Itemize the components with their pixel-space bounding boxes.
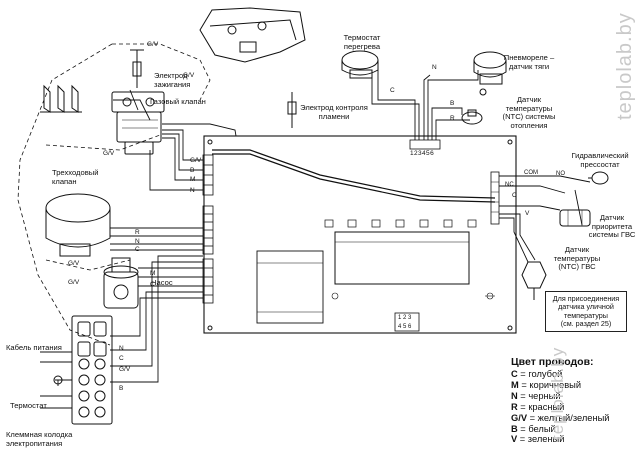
legend-item: G/V = желтый/зеленый bbox=[511, 412, 610, 423]
board-leds bbox=[324, 219, 477, 228]
legend-item: R = красный bbox=[511, 401, 565, 412]
wire-mark-c-4: C bbox=[390, 87, 395, 94]
wire-mark-c-3: C bbox=[119, 355, 124, 362]
wire-mark-no: NO bbox=[556, 171, 565, 177]
right-wires bbox=[499, 175, 591, 263]
three-way-valve-shape bbox=[45, 193, 111, 257]
small-connector-top: 1 2 3 bbox=[398, 315, 412, 321]
small-connector-shape bbox=[394, 312, 420, 332]
wire-mark-gv-1: G/V bbox=[147, 41, 159, 48]
heating-ntc-shape bbox=[461, 109, 483, 125]
legend-item: C = голубой bbox=[511, 369, 563, 379]
label-gas-valve: Газовый клапан bbox=[150, 97, 206, 106]
legend-item: B = белый bbox=[511, 423, 556, 434]
earth-symbol bbox=[53, 375, 63, 385]
power-terminal-block-shape bbox=[71, 315, 113, 425]
wire-mark-m-1: M bbox=[190, 176, 196, 183]
board-chip bbox=[334, 231, 470, 285]
wire-mark-n-2: N bbox=[135, 238, 140, 245]
label-pressure-switch: Пневмореле –датчик тяги bbox=[503, 53, 555, 71]
wire-mark-c-1: C bbox=[135, 246, 140, 253]
small-connector-bottom: 4 5 6 bbox=[398, 324, 412, 330]
connector-numbers: 123456 bbox=[410, 150, 435, 157]
wire-mark-v: V bbox=[525, 210, 530, 217]
wire-mark-n-1: N bbox=[190, 187, 195, 194]
wire-mark-c-5: C bbox=[512, 192, 517, 199]
board-transformer bbox=[256, 250, 324, 324]
harness-wires bbox=[110, 89, 237, 383]
label-pump: Насос bbox=[151, 278, 173, 287]
legend-title: Цвет проводов: bbox=[511, 356, 594, 368]
wire-mark-nc: NC bbox=[505, 182, 514, 188]
wire-mark-b-2: B bbox=[119, 385, 124, 392]
wire-mark-c-2: C bbox=[150, 281, 155, 288]
pressure-switch-shape bbox=[473, 51, 507, 96]
earth-wire-dashed bbox=[17, 43, 211, 346]
wire-mark-r-2: R bbox=[450, 115, 455, 122]
watermark-bottom: teplolab.by bbox=[548, 346, 567, 440]
wire-mark-gv-4: G/V bbox=[190, 157, 202, 164]
wire-mark-m-2: M bbox=[150, 270, 156, 277]
terminal-tabs bbox=[40, 84, 82, 113]
wire-mark-r: R bbox=[135, 229, 140, 236]
overheat-thermostat-shape bbox=[341, 50, 379, 79]
flame-electrode-shape bbox=[287, 92, 297, 128]
dhw-priority-shape bbox=[559, 209, 591, 227]
legend-item: M = коричневый bbox=[511, 379, 582, 390]
pump-shape bbox=[103, 257, 139, 309]
wire-mark-gv-3: G/V bbox=[103, 150, 115, 157]
wire-mark-n-4: N bbox=[432, 64, 437, 71]
label-thermostat: Термостат bbox=[10, 401, 47, 410]
wire-color-legend: C = голубой M = коричневый N = черный R … bbox=[511, 369, 609, 445]
label-power-cable: Кабель питания bbox=[6, 343, 62, 352]
legend-item: V = зеленый bbox=[511, 434, 565, 445]
dhw-ntc-shape bbox=[521, 261, 547, 300]
control-board bbox=[203, 135, 517, 334]
wire-mark-b-3: B bbox=[450, 100, 455, 107]
ignition-electrode-shape bbox=[130, 49, 144, 88]
wire-mark-gv-5: G/V bbox=[68, 260, 80, 267]
wire-mark-gv-7: G/V bbox=[119, 366, 131, 373]
wire-mark-n-3: N bbox=[119, 345, 124, 352]
watermark-top: teplolab.by bbox=[614, 12, 636, 120]
wire-mark-gv-2: G/V bbox=[183, 72, 195, 79]
wire-mark-gv-6: G/V bbox=[68, 279, 80, 286]
board-terminal-strips bbox=[202, 154, 214, 304]
top-bracket-shape bbox=[199, 7, 306, 63]
top-connector-wires bbox=[371, 70, 479, 150]
wire-mark-com: COM bbox=[524, 170, 538, 176]
wire-mark-b-1: B bbox=[190, 167, 195, 174]
diagonal-harness bbox=[212, 149, 496, 203]
hydraulic-switch-shape bbox=[588, 171, 609, 185]
gas-valve-shape bbox=[111, 91, 165, 155]
legend-item: N = черный bbox=[511, 390, 561, 401]
board-marks bbox=[331, 292, 495, 300]
